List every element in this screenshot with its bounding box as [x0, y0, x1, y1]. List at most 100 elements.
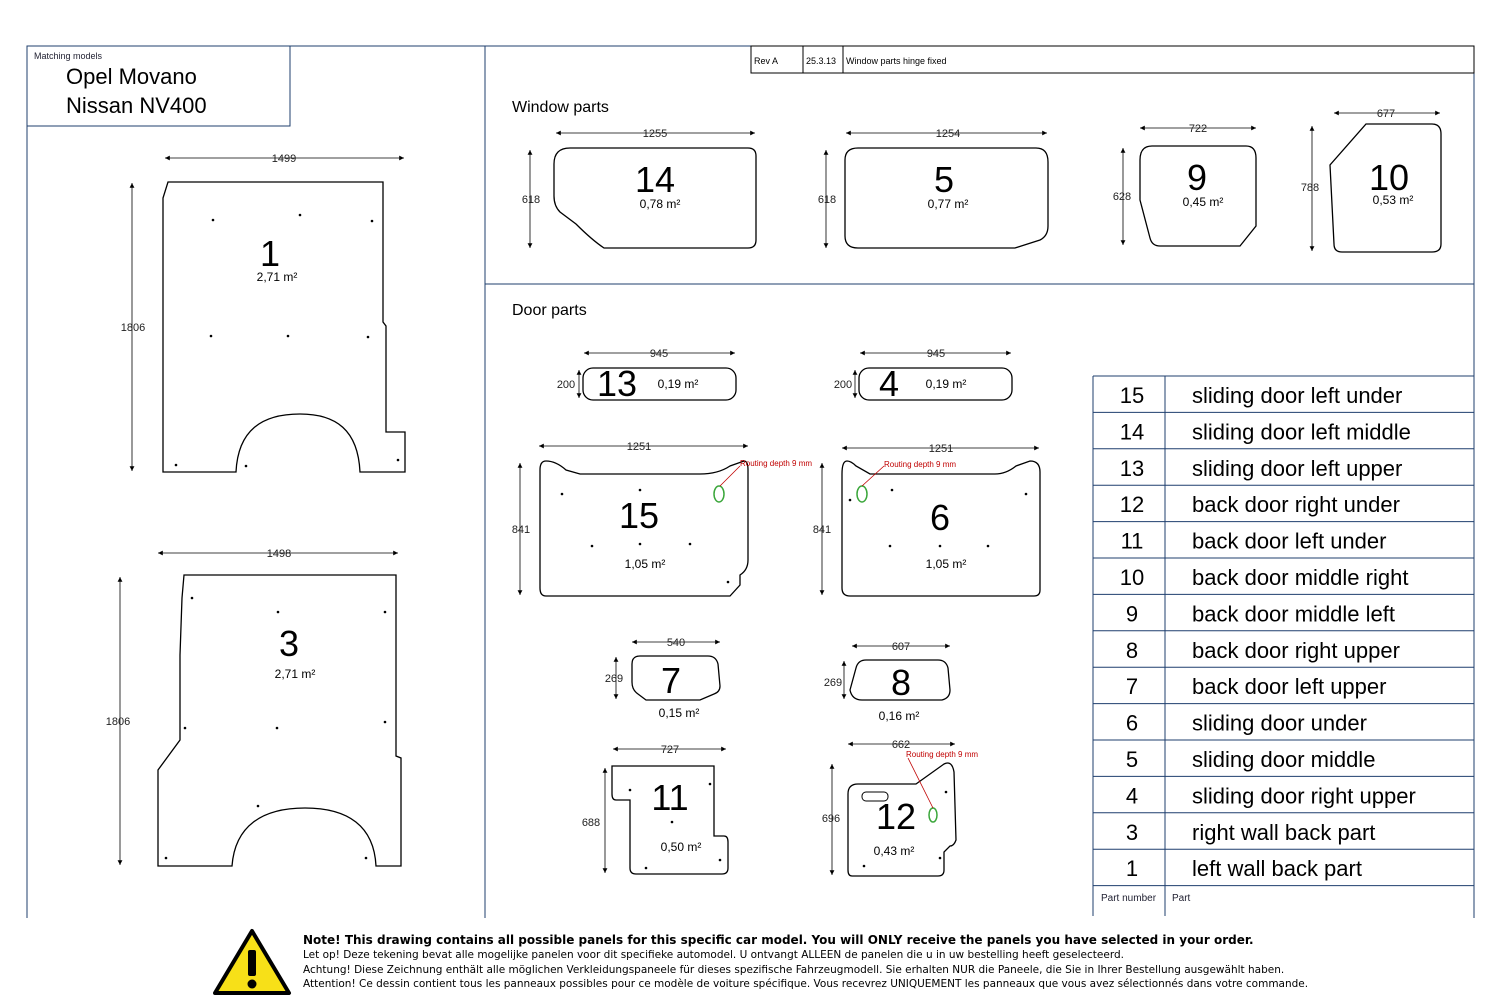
- panel-8-height: 269: [824, 677, 842, 689]
- panel-4: 945 200 4 0,19 m²: [834, 348, 1013, 404]
- parts-table-row-number: 12: [1120, 492, 1144, 517]
- matching-models-label: Matching models: [34, 51, 103, 61]
- panel-9: 722 628 9 0,45 m²: [1113, 123, 1257, 247]
- panel-3-area: 2,71 m²: [275, 667, 316, 681]
- parts-table-row-number: 9: [1126, 601, 1138, 626]
- panel-12: 662 696 12 0,43 m² Routing depth 9 mm: [822, 739, 978, 877]
- parts-table-row-part: back door middle left: [1192, 601, 1395, 626]
- panel-7-height: 269: [605, 673, 623, 685]
- parts-table-row-part: back door right under: [1192, 492, 1400, 517]
- panel-14-width: 1255: [643, 128, 667, 140]
- panel-3: 1498 1806 3 2,71 m²: [106, 548, 402, 867]
- panel-5-area: 0,77 m²: [928, 197, 969, 211]
- panel-4-width: 945: [927, 348, 945, 360]
- panel-5-number: 5: [934, 159, 954, 200]
- parts-table-row-number: 8: [1126, 638, 1138, 663]
- panel-8-number: 8: [891, 662, 911, 703]
- panel-6-width: 1251: [929, 443, 953, 455]
- panel-10: 677 788 10 0,53 m²: [1301, 108, 1442, 253]
- panel-9-number: 9: [1187, 157, 1207, 198]
- panel-12-dimension-lines: [829, 741, 955, 875]
- parts-table-row-part: left wall back part: [1192, 856, 1362, 881]
- panel-6-routing-marker: [856, 485, 868, 503]
- panel-10-dimension-lines: [1309, 110, 1440, 251]
- panel-10-width: 677: [1377, 108, 1395, 120]
- parts-table-row-number: 11: [1121, 529, 1144, 554]
- panel-15-width: 1251: [627, 441, 651, 453]
- panel-11-height: 688: [582, 817, 600, 829]
- panel-15-routing-marker: [713, 485, 725, 503]
- panel-6-dimension-lines: [819, 445, 1039, 595]
- panel-12-routing-note: Routing depth 9 mm: [906, 750, 978, 759]
- model-line-2: Nissan NV400: [66, 93, 207, 118]
- panel-9-height: 628: [1113, 191, 1131, 203]
- panel-3-dimension-lines: [117, 550, 398, 865]
- panel-7-width: 540: [667, 637, 685, 649]
- parts-table-row-part: sliding door middle: [1192, 747, 1375, 772]
- parts-table-row-part: sliding door left upper: [1192, 456, 1402, 481]
- panel-10-area: 0,53 m²: [1373, 193, 1414, 207]
- parts-table-row-part: back door right upper: [1192, 638, 1400, 663]
- notice-line-en: Note! This drawing contains all possible…: [303, 933, 1254, 947]
- notice-line-nl: Let op! Deze tekening bevat alle mogelij…: [303, 949, 1124, 961]
- parts-table-row-part: sliding door left under: [1192, 383, 1402, 408]
- panel-11-dimension-lines: [602, 746, 726, 873]
- panel-5-width: 1254: [936, 128, 960, 140]
- panel-5: 1254 618 5 0,77 m²: [818, 128, 1049, 249]
- panel-1: 1499 1806 1 2,71 m²: [121, 153, 406, 473]
- panel-9-width: 722: [1189, 123, 1207, 135]
- panel-3-width: 1498: [267, 548, 291, 560]
- matching-models-box: Matching models Opel Movano Nissan NV400: [34, 51, 207, 118]
- panel-4-dimension-lines: [852, 350, 1011, 398]
- panel-3-height: 1806: [106, 716, 130, 728]
- model-line-1: Opel Movano: [66, 64, 197, 89]
- panel-15-height: 841: [512, 524, 530, 536]
- panel-4-height: 200: [834, 379, 852, 391]
- parts-table-row-part: sliding door right upper: [1192, 783, 1416, 808]
- parts-table-row-number: 14: [1120, 419, 1144, 444]
- revision-date: 25.3.13: [806, 56, 836, 66]
- notice-line-fr: Attention! Ce dessin contient tous les p…: [303, 978, 1309, 990]
- panel-7: 540 269 7 0,15 m²: [605, 637, 721, 720]
- panel-13-dimension-lines: [576, 350, 735, 398]
- panel-13-height: 200: [557, 379, 575, 391]
- warning-icon: [213, 929, 291, 995]
- panel-13-number: 13: [597, 363, 637, 404]
- panel-1-area: 2,71 m²: [257, 270, 298, 284]
- revision-rev: Rev A: [754, 56, 778, 66]
- parts-table-header-number: Part number: [1101, 893, 1157, 904]
- panel-5-dimension-lines: [823, 130, 1047, 248]
- panel-8-dimension-lines: [841, 643, 950, 699]
- parts-table-row-part: right wall back part: [1192, 820, 1375, 845]
- panel-4-area: 0,19 m²: [926, 377, 967, 391]
- panel-13-width: 945: [650, 348, 668, 360]
- panel-1-width: 1499: [272, 153, 296, 165]
- panel-11-number: 11: [651, 777, 688, 818]
- parts-table-row-part: sliding door under: [1192, 711, 1367, 736]
- parts-table-row-number: 3: [1126, 820, 1138, 845]
- parts-table-row-part: back door left upper: [1192, 674, 1386, 699]
- panel-7-number: 7: [661, 660, 681, 701]
- panel-3-number: 3: [279, 623, 299, 664]
- panel-7-area: 0,15 m²: [659, 706, 700, 720]
- panel-8: 607 269 8 0,16 m²: [824, 641, 951, 723]
- panel-1-number: 1: [260, 233, 280, 274]
- panel-1-dimension-lines: [129, 155, 404, 471]
- parts-table-row-part: back door left under: [1192, 529, 1386, 554]
- notice-line-de: Achtung! Diese Zeichnung enthält alle mö…: [303, 963, 1285, 976]
- panel-13: 945 200 13 0,19 m²: [557, 348, 737, 404]
- notice-block: Note! This drawing contains all possible…: [212, 928, 1492, 998]
- panel-6: 1251 841 6 1,05 m² Routing depth 9 mm: [813, 443, 1041, 597]
- parts-table-row-part: sliding door left middle: [1192, 419, 1411, 444]
- panel-11-area: 0,50 m²: [661, 840, 702, 854]
- parts-table-row-number: 7: [1126, 674, 1138, 699]
- panel-12-area: 0,43 m²: [874, 844, 915, 858]
- panel-6-height: 841: [813, 524, 831, 536]
- section-window-title: Window parts: [512, 99, 609, 116]
- panel-9-area: 0,45 m²: [1183, 195, 1224, 209]
- panel-12-height: 696: [822, 813, 840, 825]
- section-door-title: Door parts: [512, 302, 587, 319]
- parts-table-row-number: 6: [1126, 711, 1138, 736]
- panel-9-dimension-lines: [1120, 125, 1256, 245]
